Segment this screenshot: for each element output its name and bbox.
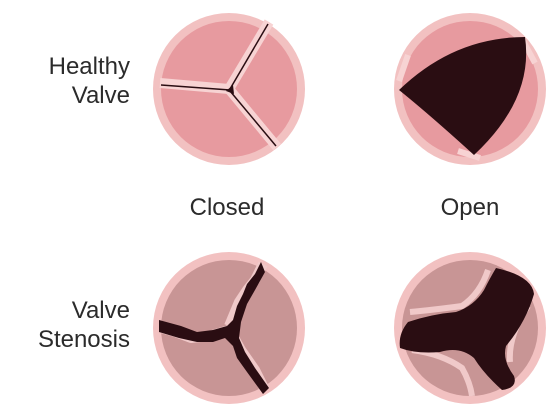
row-label-stenosis-line2: Stenosis [0, 325, 130, 354]
row-label-healthy-line2: Valve [0, 81, 130, 110]
healthy-valve-open [392, 11, 548, 167]
column-label-open: Open [395, 193, 545, 222]
row-label-stenosis-line1: Valve [0, 296, 130, 325]
stenosis-valve-closed [151, 250, 307, 406]
row-label-healthy-line1: Healthy [0, 52, 130, 81]
row-label-valve-stenosis: Valve Stenosis [0, 296, 130, 354]
healthy-valve-closed [151, 11, 307, 167]
column-label-closed: Closed [152, 193, 302, 222]
row-label-healthy-valve: Healthy Valve [0, 52, 130, 110]
stenosis-valve-open [392, 250, 548, 406]
